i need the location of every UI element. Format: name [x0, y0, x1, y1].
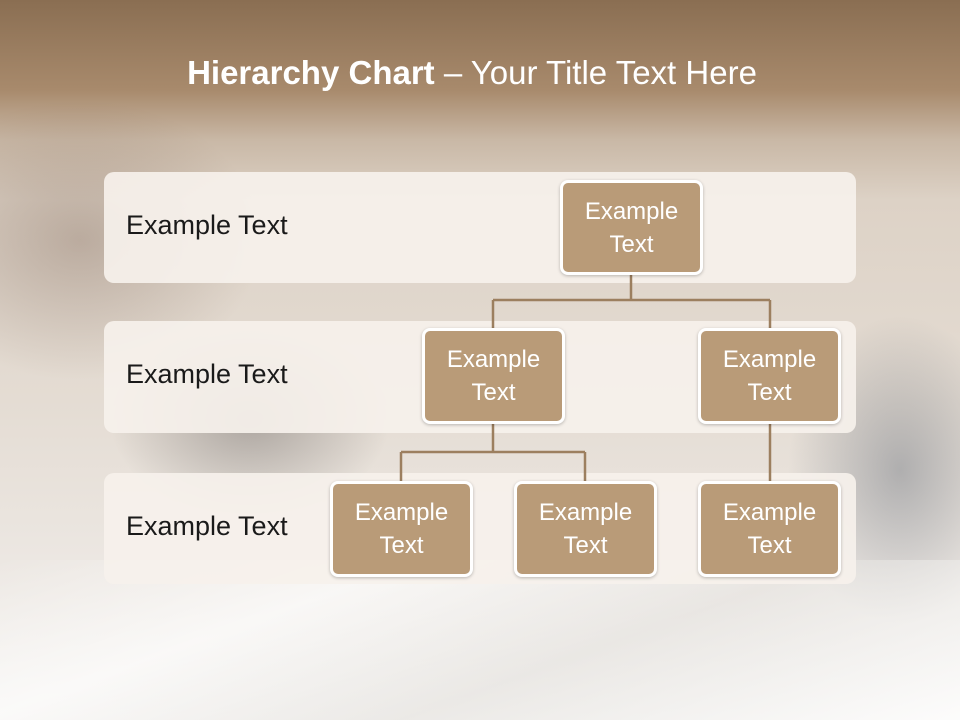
- node-level3-b-line1: Example: [538, 499, 633, 526]
- node-level3-b-line2: Text: [563, 532, 608, 559]
- node-level2-right-line2: Text: [747, 379, 792, 406]
- node-level2-left-line1: Example: [446, 346, 541, 373]
- node-root-line1: Example: [584, 197, 679, 225]
- slide-title: Hierarchy Chart – Your Title Text Here: [0, 54, 944, 92]
- title-rest: – Your Title Text Here: [434, 54, 757, 91]
- level-label-2: Example Text: [126, 359, 288, 389]
- node-level3-a-line1: Example: [354, 499, 449, 526]
- node-level3-a-line2: Text: [379, 532, 424, 559]
- node-level3-c-line1: Example: [722, 499, 817, 526]
- node-level2-left-line2: Text: [471, 379, 516, 406]
- background-papers: [0, 560, 960, 720]
- level-label-1: Example Text: [126, 210, 288, 240]
- level-band-1: Example Text: [104, 172, 856, 283]
- node-level3-c-line2: Text: [747, 532, 792, 559]
- node-root-line2: Text: [609, 230, 654, 258]
- title-bold: Hierarchy Chart: [187, 54, 435, 91]
- level-label-3: Example Text: [126, 511, 288, 541]
- node-level2-right-line1: Example: [722, 346, 817, 373]
